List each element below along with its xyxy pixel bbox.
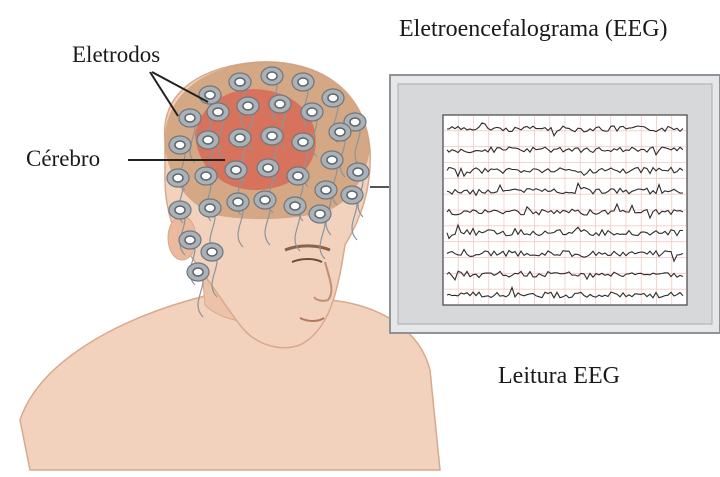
electrode-center xyxy=(205,204,215,212)
electrode xyxy=(254,191,276,209)
electrode-center xyxy=(201,172,211,180)
eeg-monitor xyxy=(390,75,720,333)
electrode-center xyxy=(307,108,317,116)
electrode-center xyxy=(347,191,357,199)
electrode xyxy=(292,73,314,91)
electrode-center xyxy=(175,206,185,214)
electrode-center xyxy=(328,94,338,102)
electrode-center xyxy=(267,72,277,80)
electrode xyxy=(229,73,251,91)
electrode xyxy=(329,123,351,141)
electrode xyxy=(179,109,201,127)
electrode-center xyxy=(203,136,213,144)
electrode xyxy=(187,263,209,281)
electrode xyxy=(257,159,279,177)
electrode-center xyxy=(173,174,183,182)
electrode xyxy=(284,197,306,215)
electrode xyxy=(199,86,221,104)
electrode-center xyxy=(321,186,331,194)
electrode-center xyxy=(327,156,337,164)
electrode xyxy=(167,169,189,187)
electrode-center xyxy=(205,91,215,99)
electrode-center xyxy=(193,268,203,276)
electrode xyxy=(229,129,251,147)
electrode xyxy=(261,67,283,85)
electrode xyxy=(322,89,344,107)
electrode xyxy=(261,127,283,145)
electrode xyxy=(169,201,191,219)
label-electrodes: Eletrodos xyxy=(72,42,160,68)
electrode-center xyxy=(298,138,308,146)
electrode xyxy=(227,193,249,211)
electrode-center xyxy=(290,202,300,210)
electrode-center xyxy=(235,134,245,142)
electrode xyxy=(207,103,229,121)
electrode-center xyxy=(275,100,285,108)
label-eeg-reading: Leitura EEG xyxy=(498,363,620,390)
electrode xyxy=(269,95,291,113)
electrode-center xyxy=(350,118,360,126)
electrode-center xyxy=(185,114,195,122)
diagram-title: Eletroencefalograma (EEG) xyxy=(399,16,668,43)
electrode xyxy=(201,243,223,261)
electrode-center xyxy=(233,198,243,206)
electrode xyxy=(315,181,337,199)
electrode-center xyxy=(207,248,217,256)
electrode xyxy=(347,163,369,181)
electrode xyxy=(169,136,191,154)
electrode xyxy=(237,97,259,115)
electrode xyxy=(225,161,247,179)
electrode-center xyxy=(231,166,241,174)
electrode xyxy=(195,167,217,185)
electrode xyxy=(309,205,331,223)
electrode-center xyxy=(267,132,277,140)
electrode-center xyxy=(235,78,245,86)
label-brain: Cérebro xyxy=(26,146,100,172)
electrode-center xyxy=(260,196,270,204)
electrode xyxy=(197,131,219,149)
electrode-center xyxy=(353,168,363,176)
electrode-center xyxy=(213,108,223,116)
electrode-center xyxy=(335,128,345,136)
electrode xyxy=(341,186,363,204)
electrode-center xyxy=(315,210,325,218)
electrode-center xyxy=(243,102,253,110)
electrode xyxy=(301,103,323,121)
electrode xyxy=(179,231,201,249)
electrode-center xyxy=(298,78,308,86)
electrode xyxy=(292,133,314,151)
electrode xyxy=(321,151,343,169)
person-figure xyxy=(20,62,440,470)
electrode-center xyxy=(185,236,195,244)
electrode xyxy=(287,167,309,185)
electrode-center xyxy=(293,172,303,180)
electrode-center xyxy=(175,141,185,149)
electrode xyxy=(199,199,221,217)
electrode-center xyxy=(263,164,273,172)
